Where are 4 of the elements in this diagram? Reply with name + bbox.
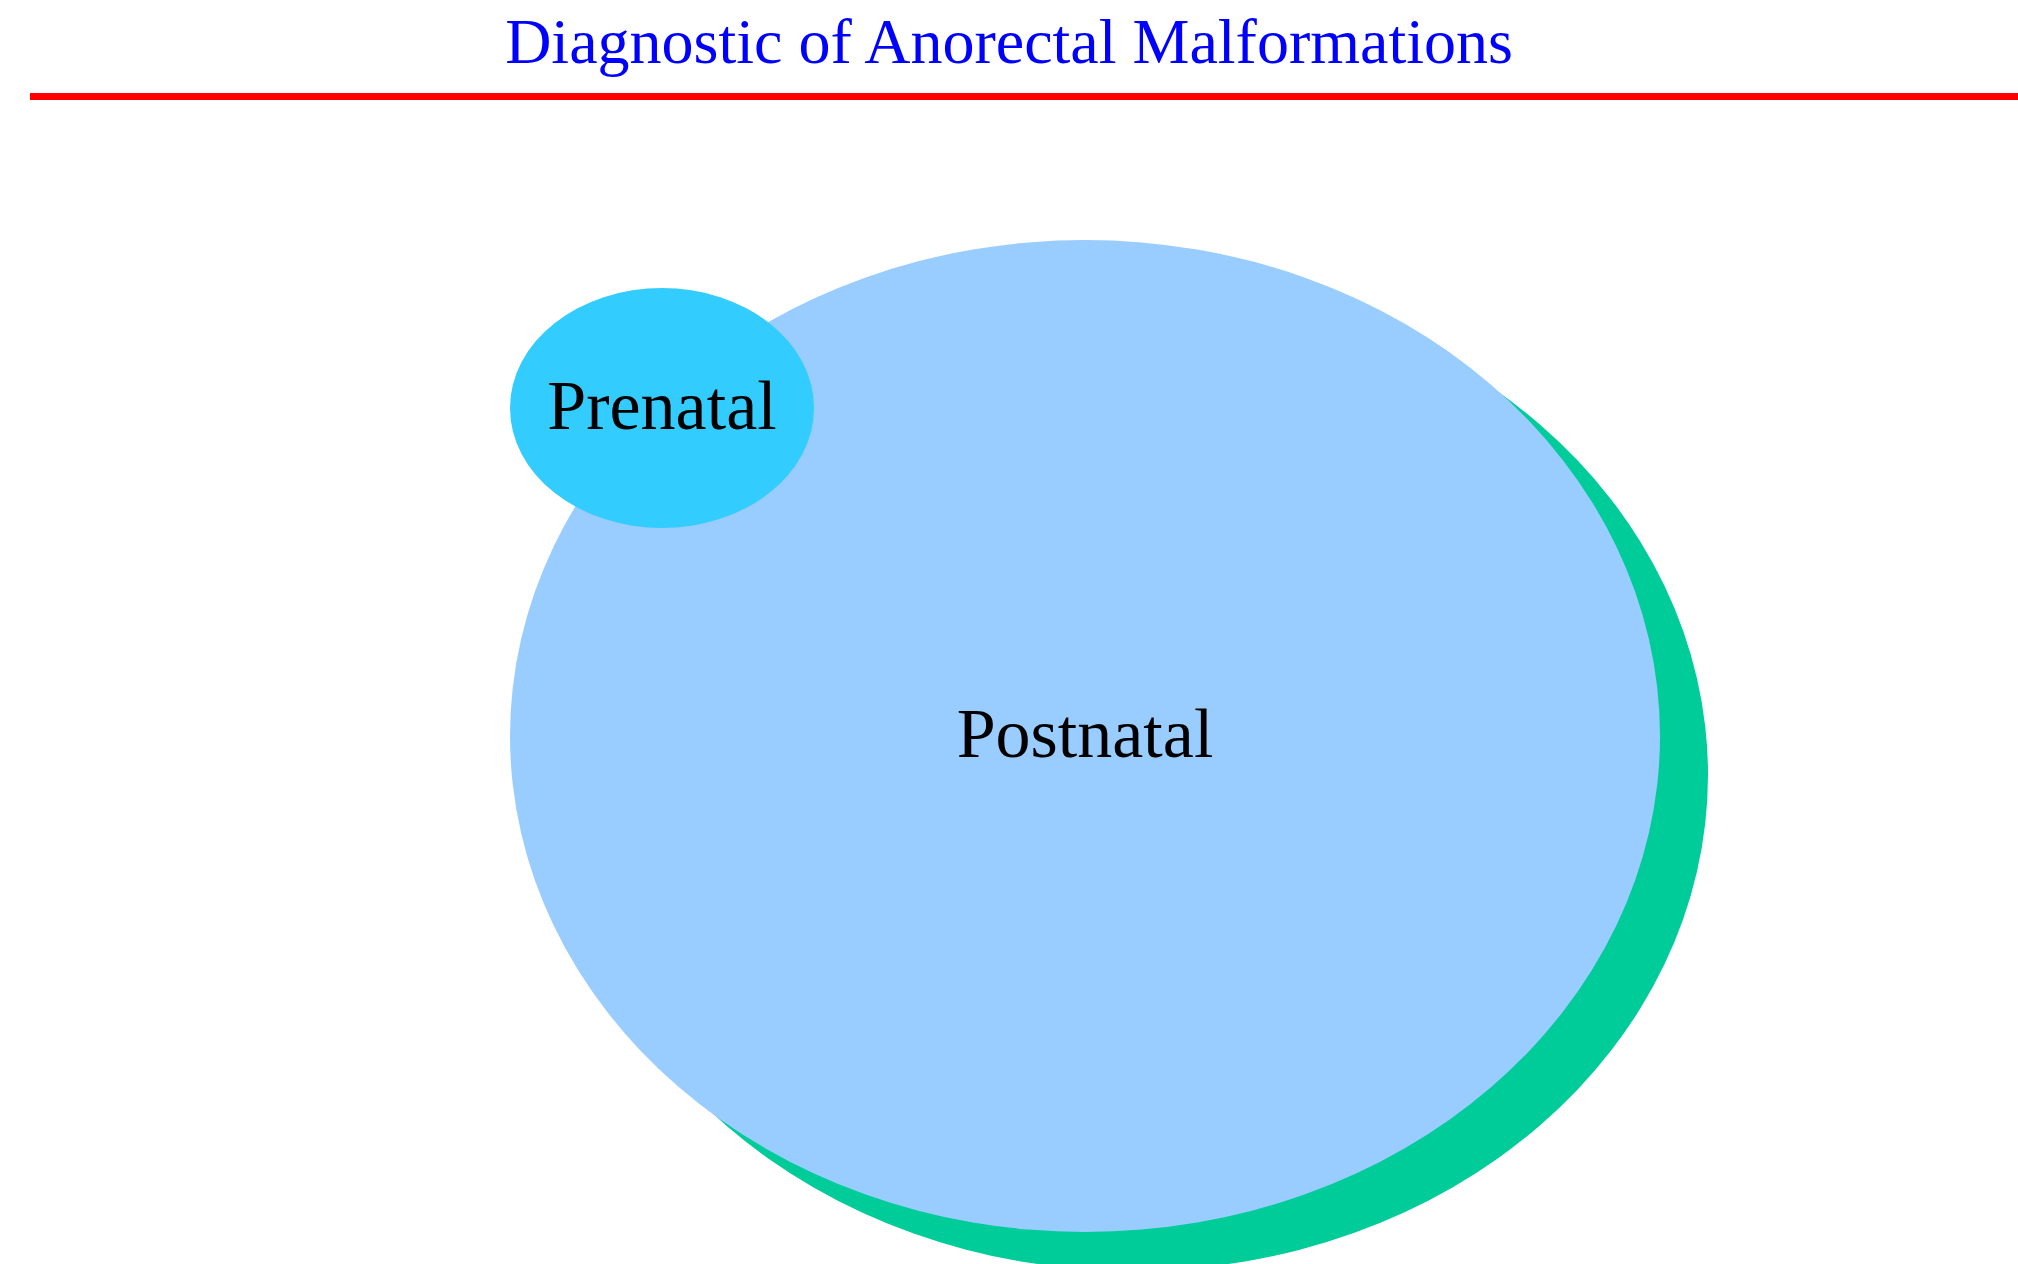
ellipse-node bbox=[510, 240, 1660, 1232]
node-label: Postnatal bbox=[955, 694, 1215, 774]
node-label: Prenatal bbox=[546, 366, 778, 446]
title: Diagnostic of Anorectal Malformations bbox=[504, 6, 1514, 78]
